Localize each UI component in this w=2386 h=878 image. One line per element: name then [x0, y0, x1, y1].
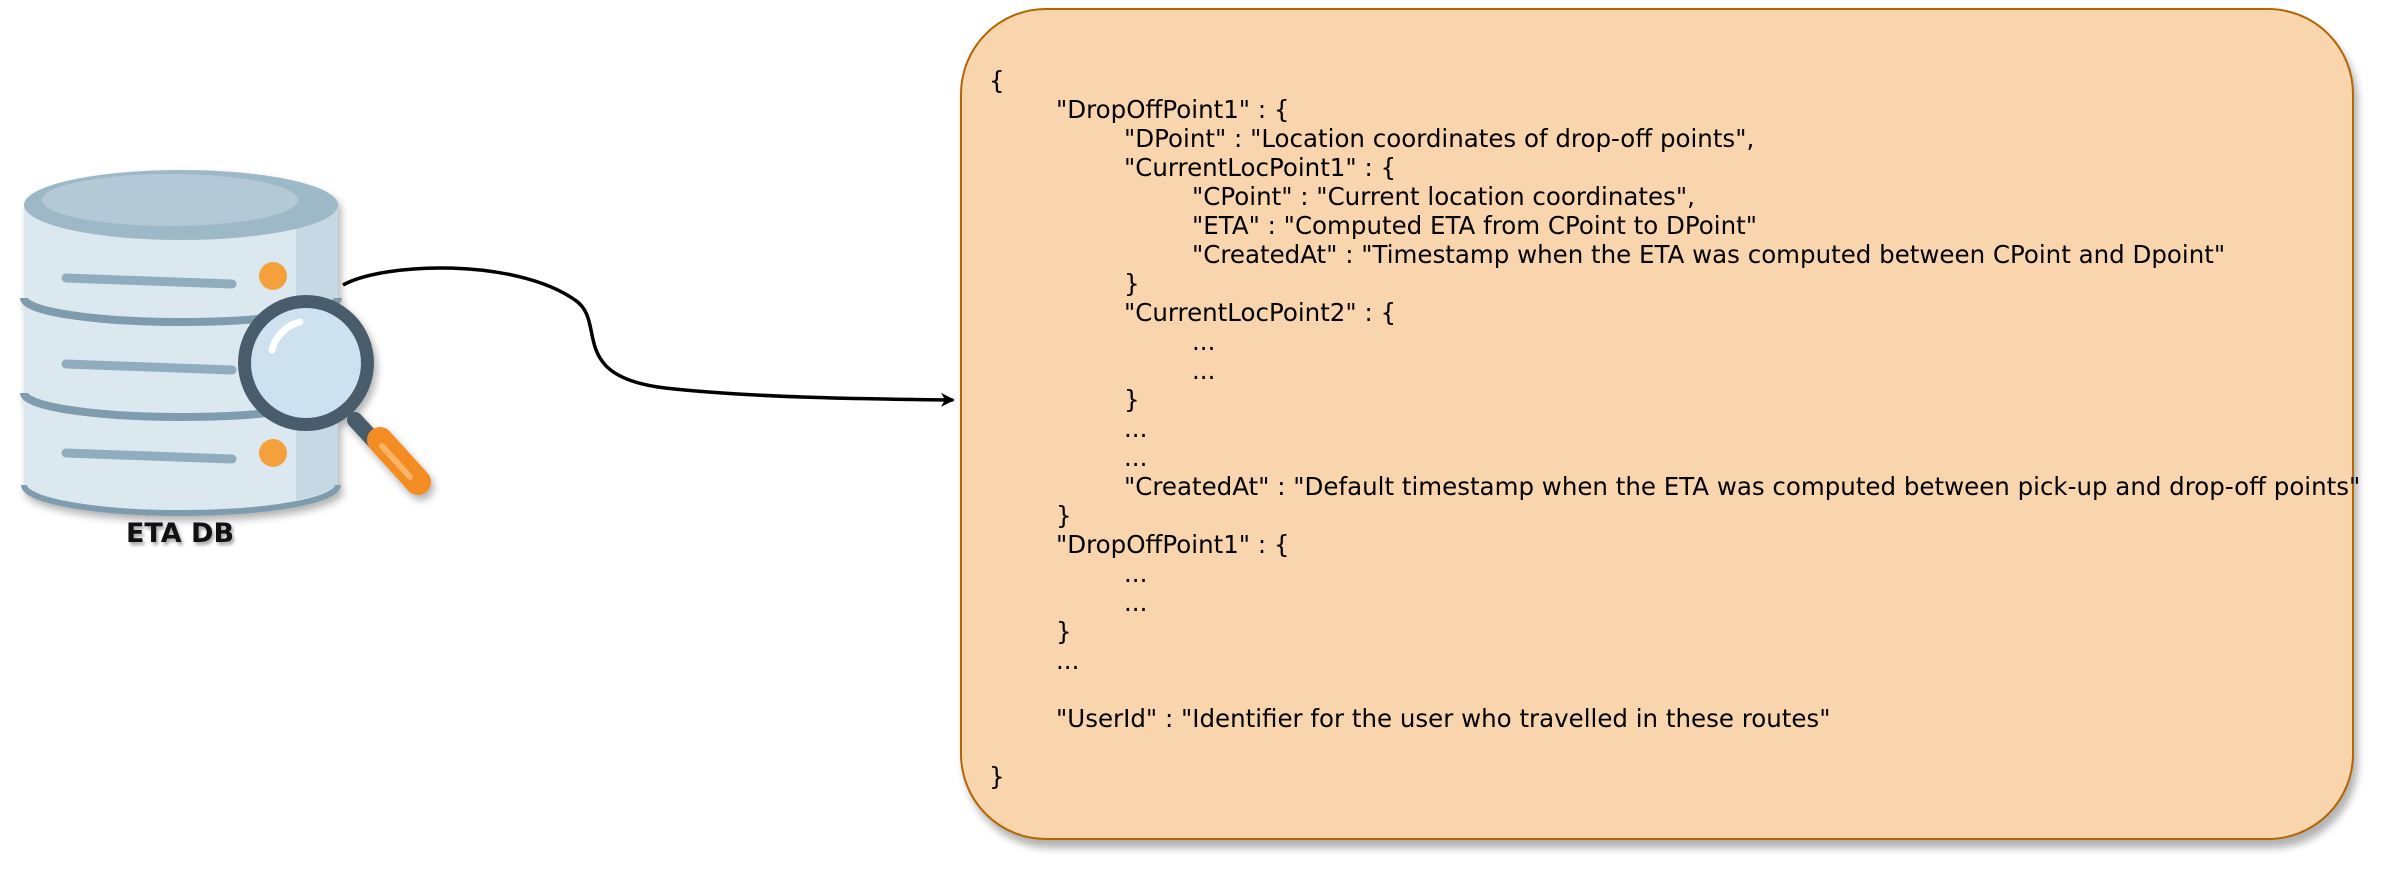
magnifier-glass — [251, 308, 361, 418]
json-line: "CreatedAt" : "Timestamp when the ETA wa… — [1192, 240, 2226, 269]
database-bottom-rim — [21, 484, 341, 516]
json-line: ... — [1056, 646, 1080, 675]
database-top-highlight — [42, 174, 298, 226]
json-line: "CPoint" : "Current location coordinates… — [1192, 182, 1695, 211]
json-line: "ETA" : "Computed ETA from CPoint to DPo… — [1192, 211, 1757, 240]
magnifier-icon — [238, 295, 431, 495]
database-label: ETA DB — [125, 518, 235, 549]
json-line: "DropOffPoint1" : { — [1056, 95, 1290, 124]
database-indicator-dot — [259, 262, 287, 290]
json-line: } — [989, 762, 1005, 791]
json-line: } — [1056, 501, 1072, 530]
database-stripe — [61, 359, 237, 375]
json-schema-text: {"DropOffPoint1" : {"DPoint" : "Location… — [962, 66, 2361, 791]
json-line: "DPoint" : "Location coordinates of drop… — [1124, 124, 1755, 153]
json-line: ... — [1192, 327, 1216, 356]
json-line: } — [1124, 385, 1140, 414]
json-line: ... — [1124, 443, 1148, 472]
database-stripe — [61, 273, 237, 289]
json-line: } — [1056, 617, 1072, 646]
database-indicator-dot — [259, 439, 287, 467]
json-line: "CurrentLocPoint1" : { — [1124, 153, 1397, 182]
json-schema-box: {"DropOffPoint1" : {"DPoint" : "Location… — [960, 8, 2361, 840]
json-line: ... — [1124, 559, 1148, 588]
json-line: { — [989, 66, 1005, 95]
json-line: ... — [1124, 588, 1148, 617]
database-search-icon — [20, 170, 431, 516]
json-line — [962, 733, 2352, 762]
json-line: "UserId" : "Identifier for the user who … — [1056, 704, 1831, 733]
json-line: ... — [1192, 356, 1216, 385]
database-stripe — [61, 448, 237, 464]
json-line — [962, 675, 2352, 704]
json-line: ... — [1124, 414, 1148, 443]
magnifier-glint — [268, 318, 304, 354]
json-line: "DropOffPoint1" : { — [1056, 530, 1290, 559]
json-line: "CurrentLocPoint2" : { — [1124, 298, 1397, 327]
magnifier-handle-highlight — [379, 443, 413, 480]
connector-arrow — [342, 266, 955, 407]
json-line: } — [1124, 269, 1140, 298]
json-line: "CreatedAt" : "Default timestamp when th… — [1124, 472, 2361, 501]
